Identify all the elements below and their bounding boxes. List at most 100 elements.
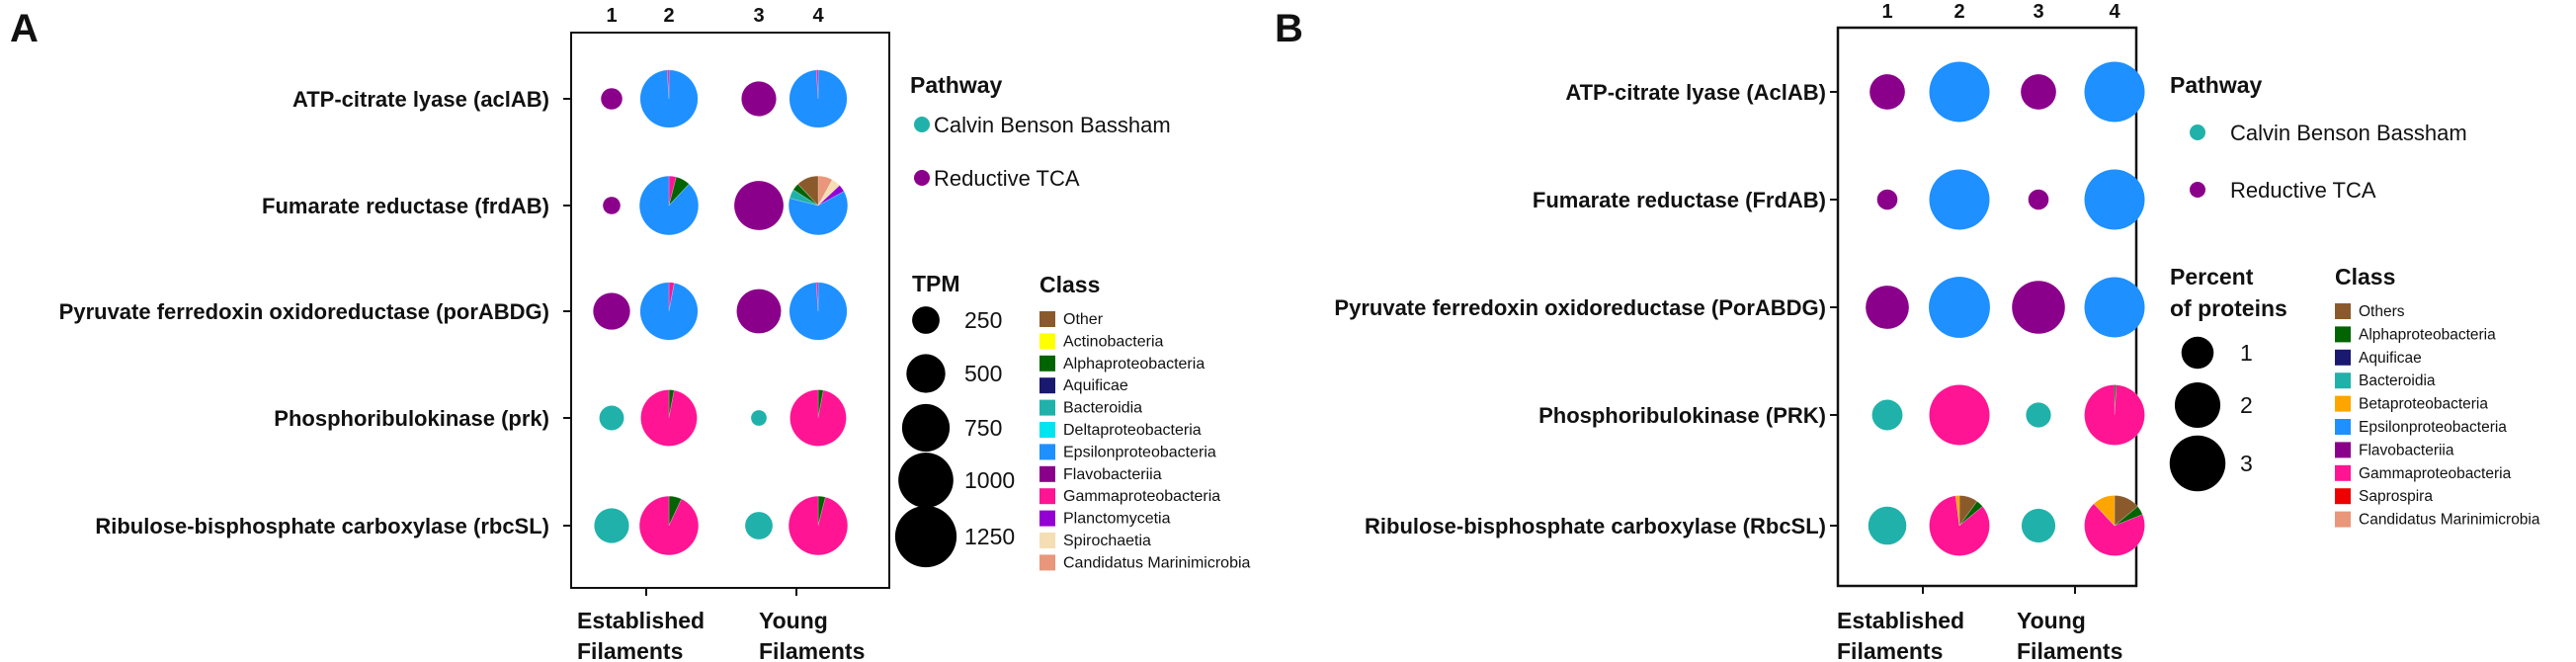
- column-number: 4: [812, 5, 824, 27]
- pie-slice: [788, 495, 849, 556]
- pie-slice: [817, 175, 833, 207]
- class-legend-label: Aquificae: [2359, 350, 2422, 367]
- pathway-dot: [594, 508, 629, 543]
- row-label: ATP-citrate lyase (AclAB): [1565, 80, 1826, 105]
- pie-slice: [1958, 495, 1978, 527]
- pathway-dot: [2012, 281, 2065, 334]
- row-label: Pyruvate ferredoxin oxidoreductase (PorA…: [1334, 295, 1826, 320]
- pie-slice: [815, 69, 819, 100]
- size-legend-label: 1000: [964, 467, 1015, 493]
- class-legend-swatch: [2335, 442, 2351, 458]
- pie-slice: [1954, 495, 1960, 527]
- class-legend-swatch: [1039, 333, 1055, 350]
- class-legend-label: Epsilonproteobacteria: [2359, 419, 2507, 436]
- pie-slice: [2093, 495, 2116, 527]
- column-number: 3: [753, 5, 764, 27]
- class-legend-label: Gammaproteobacteria: [2359, 465, 2512, 482]
- class-legend-label: Flavobacteriia: [2359, 442, 2454, 458]
- class-legend-swatch: [1039, 444, 1055, 460]
- class-legend-swatch: [2335, 372, 2351, 389]
- pathway-dot: [736, 289, 782, 334]
- pie-slice: [2114, 506, 2143, 527]
- pie-slice: [1929, 61, 1990, 123]
- pie-slice: [792, 183, 819, 207]
- pie-slice: [817, 185, 845, 207]
- pie-slice: [789, 389, 847, 447]
- pie-slice: [1929, 495, 1990, 556]
- pathway-legend-label: Calvin Benson Bassham: [2230, 121, 2467, 145]
- group-label-line: Young: [2017, 608, 2086, 633]
- pathway-legend-dot: [914, 170, 930, 186]
- group-label-line: Established: [577, 608, 705, 633]
- pathway-dot: [1868, 506, 1907, 545]
- pie-slice: [815, 282, 819, 312]
- class-legend-swatch: [2335, 511, 2351, 528]
- row-label: Fumarate reductase (frdAB): [262, 194, 549, 218]
- pathway-dot: [603, 197, 621, 214]
- class-legend-label: Spirochaetia: [1063, 533, 1151, 549]
- class-legend-label: Bacteroidia: [2359, 372, 2436, 389]
- pie-slice: [788, 191, 849, 236]
- class-legend-swatch: [2335, 488, 2351, 505]
- pathway-dot: [2028, 189, 2049, 210]
- pathway-dot: [599, 405, 624, 431]
- class-legend-label: Alphaproteobacteria: [2359, 326, 2496, 343]
- pathway-dot: [2026, 402, 2051, 428]
- panel-a-letter: A: [10, 7, 39, 50]
- class-pie: [1929, 61, 1990, 123]
- pie-slice: [2084, 503, 2145, 556]
- pie-slice: [797, 175, 819, 207]
- class-legend-label: Candidatus Marinimicrobia: [2359, 512, 2540, 529]
- pie-slice: [2114, 384, 2118, 416]
- class-legend-swatch: [1039, 377, 1055, 394]
- class-legend-swatch: [1039, 510, 1055, 527]
- column-number: 4: [2109, 1, 2120, 23]
- class-legend-swatch: [1039, 465, 1055, 482]
- pathway-dot: [1866, 286, 1909, 329]
- row-label: Ribulose-bisphosphate carboxylase (rbcSL…: [95, 514, 549, 538]
- size-legend-label: 1: [2240, 340, 2253, 366]
- size-legend-label: 250: [964, 307, 1002, 333]
- size-legend-label: 750: [964, 415, 1002, 441]
- class-pie: [638, 175, 700, 236]
- class-legend-swatch: [2335, 303, 2351, 319]
- pie-slice: [668, 389, 675, 419]
- pie-slice: [789, 189, 819, 207]
- pathway-dot: [2021, 508, 2056, 543]
- pathway-dot: [734, 181, 784, 230]
- pie-slice: [666, 69, 670, 100]
- class-legend-swatch: [1039, 533, 1055, 548]
- class-legend-label: Flavobacteriia: [1063, 466, 1162, 483]
- class-pie: [2084, 169, 2145, 230]
- pie-slice: [668, 282, 675, 312]
- class-legend-title: Class: [1039, 272, 1100, 297]
- row-label: Phosphoribulokinase (prk): [274, 406, 549, 431]
- pie-slice: [2084, 61, 2145, 123]
- size-legend-label: 3: [2240, 451, 2253, 476]
- class-legend-swatch: [1039, 311, 1055, 327]
- size-legend-title: Percent: [2170, 264, 2254, 290]
- size-legend-dot: [894, 505, 957, 568]
- class-pie: [640, 389, 698, 447]
- pie-slice: [817, 389, 824, 419]
- pathway-legend-title: Pathway: [910, 72, 1003, 98]
- pie-slice: [789, 69, 848, 128]
- pathway-legend-dot: [2190, 182, 2205, 198]
- class-legend-label: Gammaproteobacteria: [1063, 488, 1220, 505]
- pathway-dot: [593, 292, 630, 330]
- row-label: Fumarate reductase (FrdAB): [1533, 188, 1826, 212]
- size-legend-dot: [906, 354, 946, 393]
- class-legend-swatch: [2335, 395, 2351, 412]
- pie-slice: [638, 495, 700, 556]
- class-pie: [639, 282, 699, 341]
- class-legend-swatch: [1039, 422, 1055, 438]
- class-pie: [788, 175, 849, 236]
- class-pie: [789, 69, 848, 128]
- pie-slice: [639, 69, 699, 128]
- size-legend-dot: [2169, 435, 2226, 492]
- class-legend-swatch: [1039, 554, 1055, 571]
- pie-slice: [2084, 277, 2145, 338]
